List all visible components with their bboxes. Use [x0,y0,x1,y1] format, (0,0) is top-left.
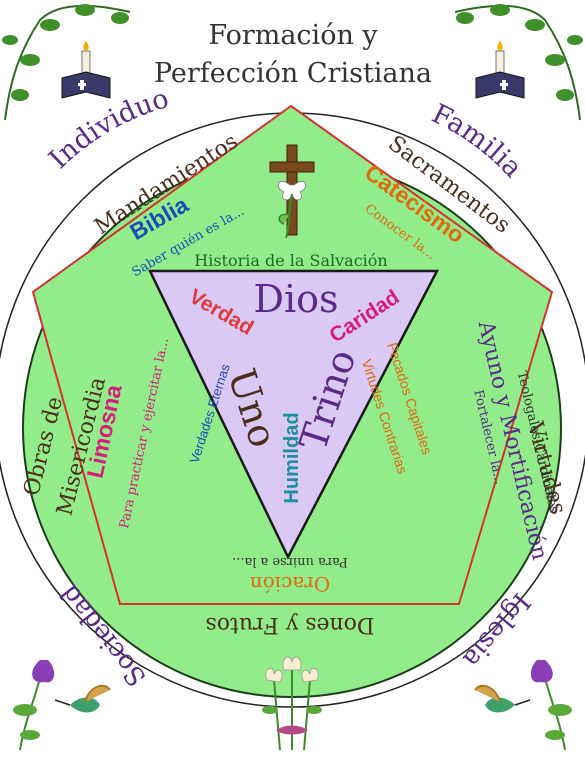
label-oracion-sub: Para unirse a la... [232,554,348,569]
label-humildad: Humildad [281,412,303,503]
label-historia: Historia de la Salvación [194,251,387,270]
hummingbird-flower-icon [474,659,572,751]
ivy-vine-icon [454,4,583,121]
lily-bouquet-icon [262,656,322,751]
ivy-vine-icon [2,4,131,121]
label-dios: Dios [254,277,339,321]
title-line2: Perfección Cristiana [154,58,432,89]
bible-candle-icon [61,41,111,99]
bible-candle-icon [475,41,525,99]
hummingbird-flower-icon [13,659,111,751]
triangle [148,269,440,560]
label-dones-frutos: Dones y Frutos [205,612,374,637]
title-line1: Formación y [208,20,378,51]
label-oracion: Oración [250,572,331,596]
cross-lily-icon [269,144,315,239]
